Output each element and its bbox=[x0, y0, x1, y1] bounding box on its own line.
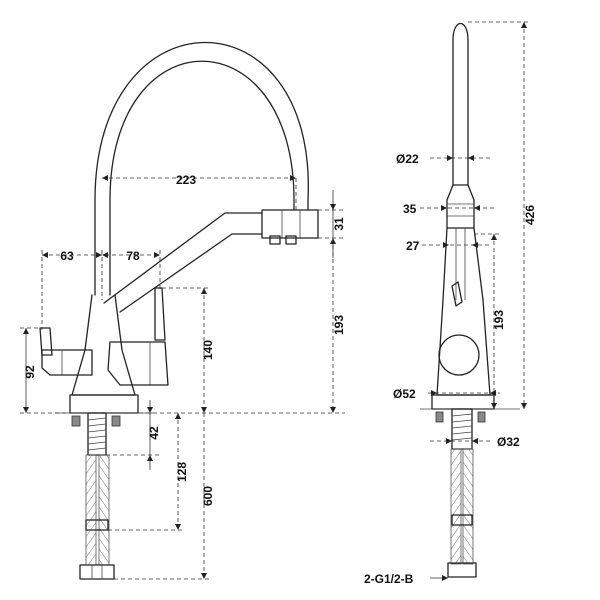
dim-193-arrow-bottom bbox=[330, 407, 336, 413]
dim-128-arrow-top bbox=[175, 413, 181, 419]
thread-label: 2-G1/2-B bbox=[364, 572, 414, 586]
side-handle-disc bbox=[438, 334, 480, 376]
dim-63-arrow-l bbox=[42, 252, 48, 258]
dim-426-label: 426 bbox=[523, 205, 537, 225]
dim-27-arrow-r bbox=[472, 242, 478, 248]
dim-193-label: 193 bbox=[332, 315, 346, 335]
side-hose-fitting bbox=[447, 562, 477, 578]
stud-thread-lines bbox=[87, 417, 107, 451]
dim-223-arrow-r bbox=[290, 175, 296, 181]
hose-left bbox=[85, 454, 97, 566]
side-bolt-left bbox=[435, 411, 444, 423]
dim-78-arrow-r bbox=[154, 252, 160, 258]
dim-d52-arrow-l bbox=[431, 390, 437, 396]
dim-42-label: 42 bbox=[147, 426, 161, 440]
side-upper-body bbox=[446, 184, 475, 229]
bolt-left bbox=[71, 415, 81, 427]
side-stud-thread-lines bbox=[451, 413, 473, 441]
left-handle-body bbox=[41, 349, 93, 376]
dim-78-arrow-l bbox=[102, 252, 108, 258]
dim-27-arrow-l bbox=[443, 242, 449, 248]
hose-fitting bbox=[79, 564, 115, 580]
dim-d52-label: Ø52 bbox=[393, 387, 416, 401]
side-view: Ø22 35 27 426 193 Ø52 Ø32 bbox=[364, 21, 537, 586]
dim-42-arrow-top bbox=[147, 407, 153, 413]
spray-nozzle-right bbox=[285, 235, 297, 245]
dim-d32-label: Ø32 bbox=[497, 435, 520, 449]
thread-leader-arrow bbox=[442, 575, 448, 581]
dim-223-arrow-l bbox=[102, 175, 108, 181]
dim-d32-arrow-l bbox=[446, 438, 452, 444]
dim-side-193-arrow-bottom bbox=[491, 403, 497, 409]
gooseneck-outer bbox=[94, 41, 309, 296]
side-spout-top bbox=[452, 22, 469, 186]
dim-128-arrow-bottom bbox=[175, 524, 181, 530]
dim-128-label: 128 bbox=[175, 462, 189, 482]
dim-31-arrow-top bbox=[330, 204, 336, 210]
dim-426-arrow-top bbox=[521, 22, 527, 28]
dim-35-arrow-r bbox=[474, 205, 480, 211]
dim-d32-arrow-r bbox=[472, 438, 478, 444]
dim-side-193-label: 193 bbox=[492, 310, 506, 330]
side-hose-left bbox=[450, 448, 462, 565]
gooseneck-inner bbox=[109, 60, 295, 296]
side-base-plate bbox=[431, 394, 495, 410]
dim-140-label: 140 bbox=[201, 340, 215, 360]
dim-600-label: 600 bbox=[201, 486, 215, 506]
dim-d22-arrow-r bbox=[468, 155, 474, 161]
dim-63-arrow-r bbox=[96, 252, 102, 258]
dim-92-arrow-bottom bbox=[23, 407, 29, 413]
dim-140-arrow-bottom bbox=[201, 407, 207, 413]
dim-223-label: 223 bbox=[176, 173, 196, 187]
spray-head bbox=[261, 209, 319, 239]
dim-63-label: 63 bbox=[60, 249, 74, 263]
side-hose-right bbox=[462, 448, 474, 565]
side-lever bbox=[451, 281, 463, 307]
side-bolt-right bbox=[477, 411, 486, 423]
dim-d52-arrow-r bbox=[490, 390, 496, 396]
side-inner-tube bbox=[455, 228, 466, 300]
dim-426-arrow-bottom bbox=[521, 403, 527, 409]
hose-right bbox=[98, 454, 110, 566]
dim-140-arrow-top bbox=[201, 288, 207, 294]
right-handle-body bbox=[107, 341, 169, 386]
dim-78-label: 78 bbox=[126, 249, 140, 263]
dim-35-arrow-l bbox=[441, 205, 447, 211]
dim-d22-label: Ø22 bbox=[396, 152, 419, 166]
bolt-right bbox=[111, 415, 121, 427]
side-hose-coupler bbox=[451, 514, 473, 526]
dim-31-label: 31 bbox=[332, 217, 346, 231]
base-plate bbox=[69, 394, 139, 414]
side-threaded-stud bbox=[451, 408, 473, 450]
left-lever bbox=[39, 327, 53, 356]
dim-92-arrow-top bbox=[23, 328, 29, 334]
dim-d22-arrow-l bbox=[447, 155, 453, 161]
right-lever bbox=[154, 287, 166, 341]
dim-42-arrow-bottom bbox=[147, 455, 153, 461]
body-column bbox=[71, 294, 136, 396]
dim-side-193-arrow-top bbox=[491, 234, 497, 240]
spray-nozzle-left bbox=[269, 235, 281, 245]
dim-600-arrow-bottom bbox=[201, 573, 207, 579]
front-view: 223 63 78 31 193 140 92 bbox=[20, 41, 346, 580]
dim-27-label: 27 bbox=[406, 239, 420, 253]
hose-coupler bbox=[85, 519, 109, 531]
dim-35-label: 35 bbox=[403, 202, 417, 216]
dim-92-label: 92 bbox=[23, 365, 37, 379]
filter-arm bbox=[103, 212, 263, 313]
